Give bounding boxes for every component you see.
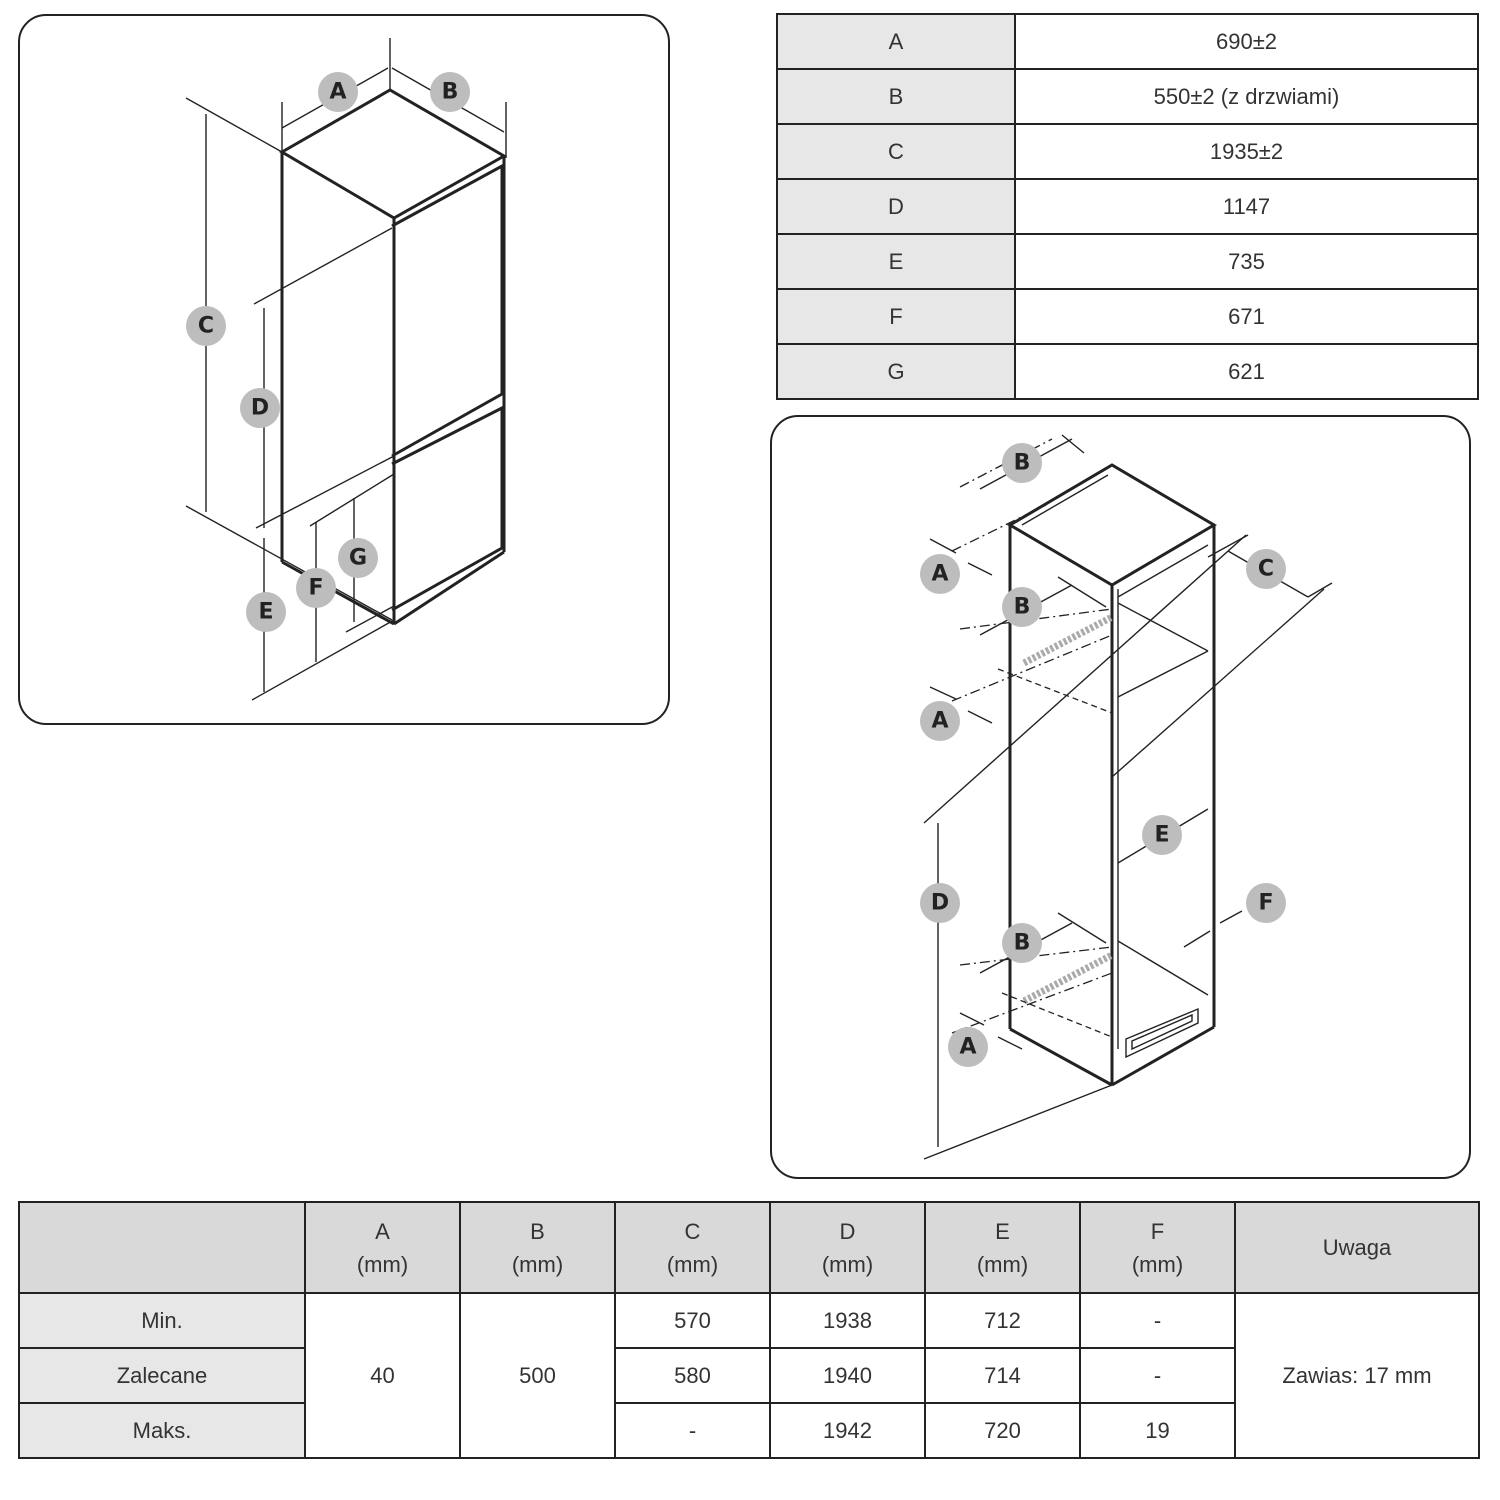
dimension-lines	[185, 38, 507, 701]
dim-value: 1147	[1014, 178, 1479, 235]
column-header-note: Uwaga	[1234, 1201, 1480, 1294]
cell-e: 714	[924, 1347, 1081, 1404]
table-row: Maks. - 1942 720 19	[18, 1402, 1479, 1459]
dim-key: C	[776, 123, 1016, 180]
column-header-d: D(mm)	[769, 1201, 926, 1294]
column-header-c: C(mm)	[614, 1201, 771, 1294]
label-b-bubble: B	[430, 72, 470, 112]
svg-text:E: E	[258, 600, 273, 625]
column-header-a: A(mm)	[304, 1201, 461, 1294]
label-a-bottom-bubble: A	[948, 1027, 988, 1067]
cell-c: -	[614, 1402, 771, 1459]
cell-d: 1938	[769, 1292, 926, 1349]
fridge-diagram-svg: A B C D E F G	[185, 38, 508, 701]
svg-text:A: A	[931, 562, 948, 587]
ventilation-strips	[1022, 613, 1114, 1005]
cell-note: Zawias: 17 mm	[1234, 1292, 1480, 1459]
fridge-outline	[279, 88, 508, 626]
fridge-dimensions-diagram: A B C D E F G	[18, 14, 670, 725]
row-label-max: Maks.	[18, 1402, 306, 1459]
label-g-bubble: G	[338, 538, 378, 578]
label-e-bubble: E	[1142, 815, 1182, 855]
label-a-middle-bubble: A	[920, 701, 960, 741]
cell-e: 720	[924, 1402, 1081, 1459]
table-header-row: A(mm) B(mm) C(mm) D(mm) E(mm) F(mm) Uwag…	[18, 1201, 1480, 1294]
label-c-bubble: C	[186, 306, 226, 346]
cell-b-value: 500	[459, 1292, 616, 1459]
dim-value: 550±2 (z drzwiami)	[1014, 68, 1479, 125]
dim-value: 690±2	[1014, 13, 1479, 70]
cell-c: 580	[614, 1347, 771, 1404]
svg-text:B: B	[442, 80, 459, 105]
label-a-bubble: A	[318, 72, 358, 112]
svg-text:B: B	[1014, 451, 1031, 476]
svg-text:F: F	[308, 576, 323, 601]
svg-text:C: C	[198, 314, 214, 339]
label-d-bubble: D	[920, 883, 960, 923]
empty-header-cell	[18, 1201, 306, 1294]
column-header-f: F(mm)	[1079, 1201, 1236, 1294]
table-row: Zalecane 580 1940 714 -	[18, 1347, 1479, 1404]
column-header-b: B(mm)	[459, 1201, 616, 1294]
cell-e: 712	[924, 1292, 1081, 1349]
label-a-top-bubble: A	[920, 554, 960, 594]
label-b-bottom-bubble: B	[1002, 923, 1042, 963]
row-label-min: Min.	[18, 1292, 306, 1349]
label-c-bubble: C	[1246, 549, 1286, 589]
svg-text:E: E	[1154, 823, 1169, 848]
cell-d: 1940	[769, 1347, 926, 1404]
cabinet-outline	[1007, 463, 1217, 1087]
label-f-bubble: F	[296, 568, 336, 608]
svg-text:B: B	[1014, 931, 1031, 956]
label-d-bubble: D	[240, 388, 280, 428]
svg-text:D: D	[251, 396, 269, 421]
cell-f: 19	[1079, 1402, 1236, 1459]
dim-key: F	[776, 288, 1016, 345]
cabinet-installation-diagram: B A B A C E D F B A	[770, 415, 1471, 1179]
column-header-e: E(mm)	[924, 1201, 1081, 1294]
cell-c: 570	[614, 1292, 771, 1349]
svg-text:B: B	[1014, 595, 1031, 620]
svg-text:F: F	[1258, 891, 1273, 916]
svg-text:C: C	[1258, 557, 1274, 582]
cell-f: -	[1079, 1347, 1236, 1404]
installation-table: A(mm) B(mm) C(mm) D(mm) E(mm) F(mm) Uwag…	[18, 1201, 1480, 1459]
dim-key: A	[776, 13, 1016, 70]
label-b-middle-bubble: B	[1002, 587, 1042, 627]
dim-key: G	[776, 343, 1016, 400]
dim-value: 671	[1014, 288, 1479, 345]
dim-key: B	[776, 68, 1016, 125]
svg-text:A: A	[329, 80, 346, 105]
dim-key: E	[776, 233, 1016, 290]
cell-a-value: 40	[304, 1292, 461, 1459]
dim-value: 621	[1014, 343, 1479, 400]
dim-value: 735	[1014, 233, 1479, 290]
label-e-bubble: E	[246, 592, 286, 632]
cabinet-diagram-svg: B A B A C E D F B A	[920, 434, 1333, 1160]
row-label-recommended: Zalecane	[18, 1347, 306, 1404]
table-row: Min. 40 500 570 1938 712 - Zawias: 17 mm	[18, 1292, 1480, 1459]
svg-text:A: A	[959, 1035, 976, 1060]
cell-f: -	[1079, 1292, 1236, 1349]
svg-text:A: A	[931, 709, 948, 734]
label-b-top-bubble: B	[1002, 443, 1042, 483]
dim-value: 1935±2	[1014, 123, 1479, 180]
cell-d: 1942	[769, 1402, 926, 1459]
svg-text:D: D	[931, 891, 949, 916]
svg-text:G: G	[349, 546, 367, 571]
label-f-bubble: F	[1246, 883, 1286, 923]
dim-key: D	[776, 178, 1016, 235]
